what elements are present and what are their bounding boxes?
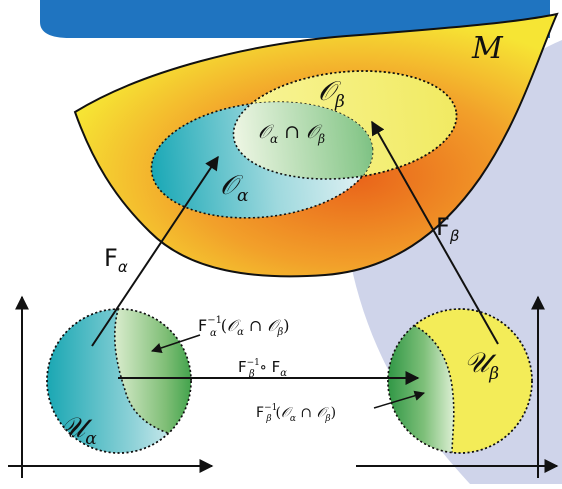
header-banner xyxy=(40,0,550,38)
map-beta-label: Fβ xyxy=(436,213,460,245)
euclid-alpha-outline xyxy=(46,308,192,454)
overlap-label: 𝒪α ∩ 𝒪β xyxy=(258,121,325,146)
euclid-beta-outline xyxy=(387,308,533,454)
arrow-preimage-beta xyxy=(373,390,426,409)
arrow-map-alpha xyxy=(91,155,219,347)
map-alpha-label: Fα xyxy=(104,244,128,276)
arrow-preimage-alpha xyxy=(151,334,201,353)
manifold-label: M xyxy=(471,31,504,66)
arrow-map-beta xyxy=(371,120,499,345)
